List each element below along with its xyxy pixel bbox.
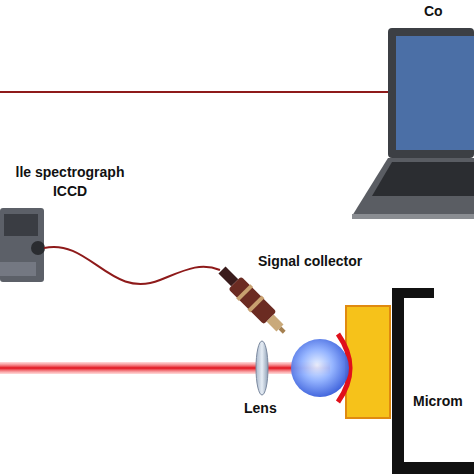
part-label: Lens [244, 399, 277, 418]
device-label: lle spectrograph ICCD [0, 163, 140, 201]
laser-beam [0, 362, 330, 374]
data-cable [0, 91, 392, 93]
micrometer-stage [392, 288, 474, 474]
laptop-icon [352, 28, 474, 219]
sample [346, 306, 390, 418]
part-label: Signal collector [258, 252, 362, 271]
device-label: Co [424, 2, 443, 21]
optical-fiber [44, 247, 220, 284]
collector-probe [215, 263, 291, 339]
spectrograph-icon [0, 208, 45, 282]
lens-symbol [256, 341, 268, 395]
part-label: Microm [413, 392, 463, 411]
plasma [291, 339, 349, 397]
